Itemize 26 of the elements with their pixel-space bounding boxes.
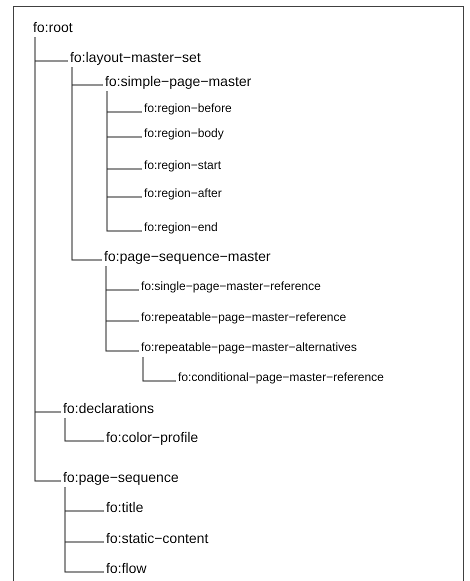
element-name: fo:layout−master−set — [70, 48, 201, 65]
element-name: fo:declarations — [63, 400, 154, 416]
tree-connector — [34, 36, 62, 482]
element-name: fo:region−body — [144, 126, 224, 141]
element-name: fo:simple−page−master — [105, 72, 252, 89]
tree-connector — [106, 266, 140, 352]
element-name: fo:conditional−page−master−reference — [178, 370, 384, 385]
element-name: fo:repeatable−page−master−alternatives — [141, 340, 357, 355]
tree-connector — [106, 90, 142, 232]
element-name: fo:page−sequence−master — [104, 248, 271, 264]
element-name: fo:title — [106, 498, 144, 515]
element-name: fo:color−profile — [106, 428, 198, 445]
element-name: fo:region−before — [144, 102, 232, 116]
element-name: fo:repeatable−page−master−reference — [141, 310, 346, 325]
element-name: fo:single−page−master−reference — [141, 280, 321, 294]
element-name: fo:region−start — [144, 158, 222, 173]
element-name: fo:root — [33, 18, 73, 35]
tree-connector — [72, 66, 102, 260]
element-name: fo:region−end — [144, 220, 218, 235]
element-name: fo:region−after — [144, 186, 222, 201]
tree-connector — [64, 486, 104, 572]
element-name: fo:flow — [106, 560, 146, 576]
tree-connector — [64, 418, 104, 442]
tree-connector — [142, 356, 176, 382]
element-name: fo:page−sequence — [63, 468, 179, 485]
element-name: fo:static−content — [106, 530, 208, 546]
